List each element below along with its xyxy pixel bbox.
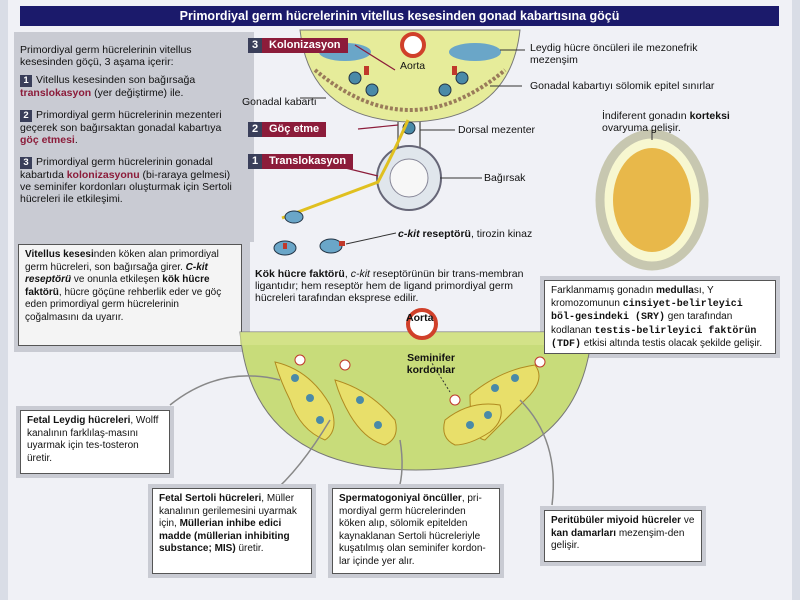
sertoli-info-box: Fetal Sertoli hücreleri, Müller kanalını… <box>152 488 312 574</box>
sertoli-text: , Müller kanalının gerilemesini uyarmak … <box>159 493 297 529</box>
sperm-text: , pri-mordiyal germ hücrelerinden köken … <box>339 493 486 567</box>
gonadal-epitel-label: Gonadal kabartıyı sölomik epitel sınırla… <box>530 80 715 92</box>
sertoli-key: Fetal Sertoli hücreleri <box>159 493 262 504</box>
step-3-label: Kolonizasyon <box>262 38 348 53</box>
step-1-number: 1 <box>248 154 262 169</box>
vitellus-info-box: Vitellus kesesinden köken alan primordiy… <box>18 244 242 346</box>
intro-step-2-text: Primordiyal germ hücrelerinin mezenteri … <box>20 109 222 134</box>
aorta-bottom-label: Aorta <box>406 312 434 324</box>
indiferent-text: İndiferent gonadın <box>602 110 690 122</box>
seminifer-label: Seminifer kordonlar <box>406 352 456 376</box>
vitellus-text-1: nden köken alan primordiyal germ hücrele… <box>25 249 219 273</box>
sperm-info-box: Spermatogoniyal öncüller, pri-mordiyal g… <box>332 488 500 574</box>
step-2-label: Göç etme <box>262 122 327 137</box>
ckit-receptor-label: c-kit reseptörü, tirozin kinaz <box>398 228 532 240</box>
peri-post: mezenşim-den gelişir. <box>551 527 685 552</box>
intro-panel-bg <box>14 32 254 242</box>
intro-step-2-key: göç etmesi <box>20 134 75 146</box>
germ-cells-ridge <box>348 66 469 97</box>
sry-key: cinsiyet-belirleyici böl-gesindeki (SRY) <box>551 298 743 324</box>
sertoli-post: üretir. <box>235 543 264 554</box>
step-number-1: 1 <box>20 75 32 87</box>
sperm-key: Spermatogoniyal öncüller <box>339 493 462 504</box>
medulla-text-2: sı, Y kromozomunun <box>551 285 714 309</box>
step-number-2: 2 <box>20 110 32 122</box>
kok-hucre-ckit: c-kit <box>350 268 370 280</box>
bagirsak-label: Bağırsak <box>484 172 526 184</box>
mesenchyme-right <box>449 43 501 61</box>
kan-damar-key: kan damarları <box>551 527 617 539</box>
intro-step-1: 1 Vitellus kesesinden son bağırsağa trans… <box>20 74 242 99</box>
kok-hucre-rest: reseptörünün bir trans-membran ligantıdı… <box>255 268 524 304</box>
intro-step-3-post: (bi-raraya gelmesi) ve seminifer kordonl… <box>20 169 232 205</box>
ckit-rest: , tirozin kinaz <box>470 228 533 240</box>
step-3-number: 3 <box>248 38 262 53</box>
kok-hucre-label: Kök hücre faktörü, c-kit reseptörünün bi… <box>255 268 535 304</box>
intro-step-1-text: Vitellus kesesinden son bağırsağa <box>36 74 196 86</box>
intro-step-2-post: . <box>74 134 78 146</box>
step-number-3: 3 <box>20 157 32 169</box>
step-1-label: Translokasyon <box>262 154 354 169</box>
intro-lead: Primordiyal germ hücrelerinin vitellus k… <box>20 44 192 68</box>
page-title: Primordiyal germ hücrelerinin vitellus k… <box>20 6 779 26</box>
intro-step-1-post: (yer değiştirme) ile. <box>91 87 184 99</box>
ckit-receptor: reseptörü <box>419 228 471 240</box>
medulla-key: medulla <box>656 285 694 296</box>
peritubular-info-box: Peritübüler miyoid hücreler ve kan damar… <box>544 510 702 562</box>
peri-key: Peritübüler miyoid hücreler <box>551 515 682 526</box>
leydig-info-box: Fetal Leydig hücreleri, Wolff kanalının … <box>20 410 170 474</box>
dorsal-mezenter-label: Dorsal mezenter <box>458 124 536 136</box>
migration-path <box>281 119 410 220</box>
leydig-key: Fetal Leydig hücreleri <box>27 415 131 426</box>
coelomic-epithelium <box>313 68 507 112</box>
vitellus-text-2: ve onunla etkileşen <box>71 274 163 285</box>
kok-hucre-key: kök hücre faktörü <box>25 274 210 298</box>
indiferent-post: ovaryuma gelişir. <box>602 122 681 134</box>
gonadal-kabarti-label: Gonadal kabartı <box>242 96 317 108</box>
indiferent-gonad-label: İndiferent gonadın korteksi ovaryuma gel… <box>602 110 762 134</box>
step-2-number: 2 <box>248 122 262 137</box>
tdf-key: testis-belirleyici faktörün (TDF) <box>551 325 757 351</box>
aorta-top-icon <box>400 32 426 58</box>
ckit-italic: c-kit <box>398 228 420 240</box>
ckit-cells <box>273 210 345 256</box>
intro-step-3-key: kolonizasyonu <box>66 169 140 181</box>
aorta-top-label: Aorta <box>400 60 426 72</box>
intro-text: Primordiyal germ hücrelerinin vitellus k… <box>20 44 242 205</box>
vitellus-key: Vitellus kesesi <box>25 249 94 260</box>
cord-cells <box>291 354 546 429</box>
intro-step-1-key: translokasyon <box>20 87 92 99</box>
peri-text: ve <box>681 515 695 526</box>
medulla-text-1: Farklanmamış gonadın <box>551 285 657 296</box>
korteks-key: korteksi <box>689 110 730 122</box>
vitellus-text-3: , hücre göçüne rehberlik eder ve göç ede… <box>25 286 222 323</box>
intro-step-3-text: Primordiyal germ hücrelerinin gonadal ka… <box>20 156 213 181</box>
aorta-bottom-icon <box>406 308 438 340</box>
mis-key: Müllerian inhibe edici madde (müllerian … <box>159 518 290 554</box>
medulla-text-4: etkisi altında testis olacak şekilde gel… <box>581 338 763 349</box>
kok-hucre-faktoru: Kök hücre faktörü <box>255 268 345 280</box>
leydig-onculeri-label: Leydig hücre öncüleri ile mezonefrik mez… <box>530 42 698 66</box>
leydig-text: , Wolff kanalının farklılaş-masını uyarm… <box>27 415 159 464</box>
medulla-text-3: gen tarafından kodlanan <box>551 311 733 336</box>
kok-hucre-mid: , <box>344 268 351 280</box>
ckit-key: C-kit reseptörü <box>25 261 208 286</box>
medulla-info-box: Farklanmamış gonadın medullası, Y kromoz… <box>544 280 776 354</box>
